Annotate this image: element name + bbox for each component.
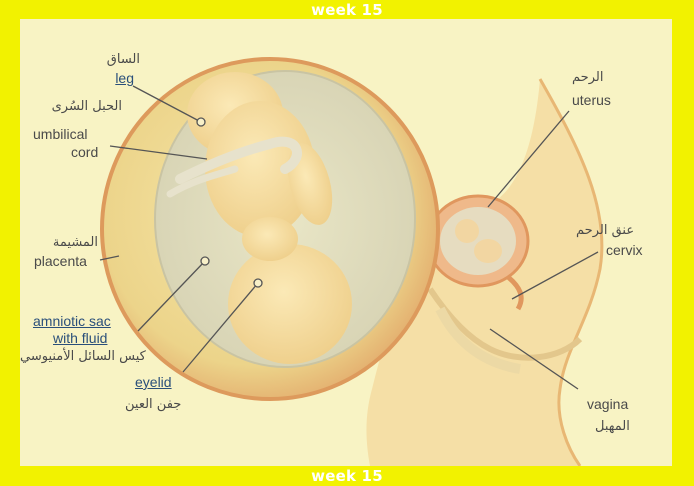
placenta-label-ar: المشيمة [52,235,98,250]
eyelid-dot [253,278,263,288]
sac-pointer [137,260,206,332]
cord-pointer [109,145,208,160]
leg-pointer [132,85,202,123]
vagina-pointer [489,328,579,390]
diagram-panel: الساق leg الحبل السُرى umbilical cord ال… [20,19,672,466]
sac-label-en-2: with fluid [53,330,108,346]
week-title-bottom: week 15 [311,467,383,485]
small-uterus [426,194,530,311]
cord-label-en-2: cord [71,144,99,160]
placenta-pointer [99,255,120,261]
eyelid-label-en: eyelid [135,374,172,390]
cervix-label-ar: عنق الرحم [576,223,635,238]
vagina-label-en: vagina [587,396,629,412]
fetus-illustration [99,57,604,466]
pointer-lines [99,85,599,390]
leg-label-ar: الساق [106,52,140,67]
uterus-pointer [487,110,570,208]
cervix-pointer [511,251,599,300]
week-title-top: week 15 [311,1,383,19]
sac-label-en-1: amniotic sac [33,313,111,329]
sac-label-ar: كيس السائل الأمنيوسي [20,349,146,364]
leg-dot [196,117,206,127]
leg-label-en: leg [115,70,134,86]
placenta-label-en: placenta [34,253,87,269]
uterus-label-ar: الرحم [572,70,604,85]
sac-dot [200,256,210,266]
uterus-label-en: uterus [572,92,611,108]
vagina-label-ar: المهبل [595,419,630,434]
eyelid-pointer [182,282,259,373]
cord-label-en-1: umbilical [33,126,88,142]
pelvis [427,287,583,374]
fetus [166,72,352,364]
cervix-label-en: cervix [606,242,643,258]
eyelid-label-ar: جفن العين [125,397,182,412]
pointer-dots [196,117,263,288]
cord-label-ar: الحبل السُرى [51,99,122,114]
